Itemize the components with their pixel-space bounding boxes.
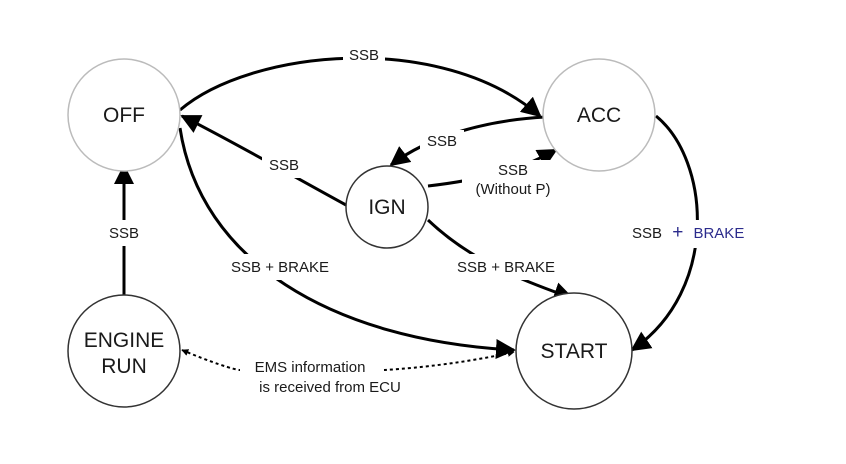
label-ems-line-1: EMS information <box>255 359 366 376</box>
node-off: OFF <box>67 58 181 172</box>
node-acc: ACC <box>542 58 656 172</box>
edge-acc-to-ign <box>389 115 546 167</box>
label-plate-off-acc <box>343 44 385 66</box>
label-off-to-acc: SSB <box>349 47 379 64</box>
label-ign-to-acc-1: SSB <box>498 162 528 179</box>
label-plate-off-start <box>216 254 344 280</box>
node-start: START <box>515 292 633 410</box>
label-acc-to-start-brake: BRAKE <box>693 225 744 242</box>
label-engine-run-to-off: SSB <box>109 225 139 242</box>
label-plate-acc-ign <box>420 130 464 152</box>
label-acc-to-ign: SSB <box>427 133 457 150</box>
label-plate-ign-start <box>442 254 570 280</box>
node-engine-run: ENGINE RUN <box>67 294 181 408</box>
label-plate-ign-off <box>262 150 306 178</box>
edge-off-to-start <box>178 127 516 360</box>
label-plate-engine-off <box>100 220 148 246</box>
label-ems-line-2: is received from ECU <box>259 379 401 396</box>
label-off-to-start: SSB + BRAKE <box>231 259 329 276</box>
label-plate-acc-start <box>628 220 768 248</box>
node-engine-run-label-1: ENGINE <box>84 329 165 352</box>
node-ign-label: IGN <box>368 196 405 219</box>
node-off-label: OFF <box>103 104 145 127</box>
label-acc-to-start-ssb: SSB <box>632 225 662 242</box>
label-ign-to-off: SSB <box>269 157 299 174</box>
node-engine-run-label-2: RUN <box>101 355 147 378</box>
edge-off-to-acc <box>179 56 542 118</box>
label-plate-ign-acc <box>462 160 564 200</box>
label-ign-to-acc-2: (Without P) <box>475 181 550 198</box>
edge-ems-dotted <box>181 349 241 371</box>
label-acc-to-start: SSB + BRAKE <box>632 222 744 243</box>
node-ign: IGN <box>345 165 429 249</box>
label-acc-to-start-plus: + <box>672 222 683 243</box>
label-ign-to-start: SSB + BRAKE <box>457 259 555 276</box>
node-acc-label: ACC <box>577 104 621 127</box>
node-start-label: START <box>541 340 608 363</box>
edge-ems-dotted-right <box>383 349 515 371</box>
